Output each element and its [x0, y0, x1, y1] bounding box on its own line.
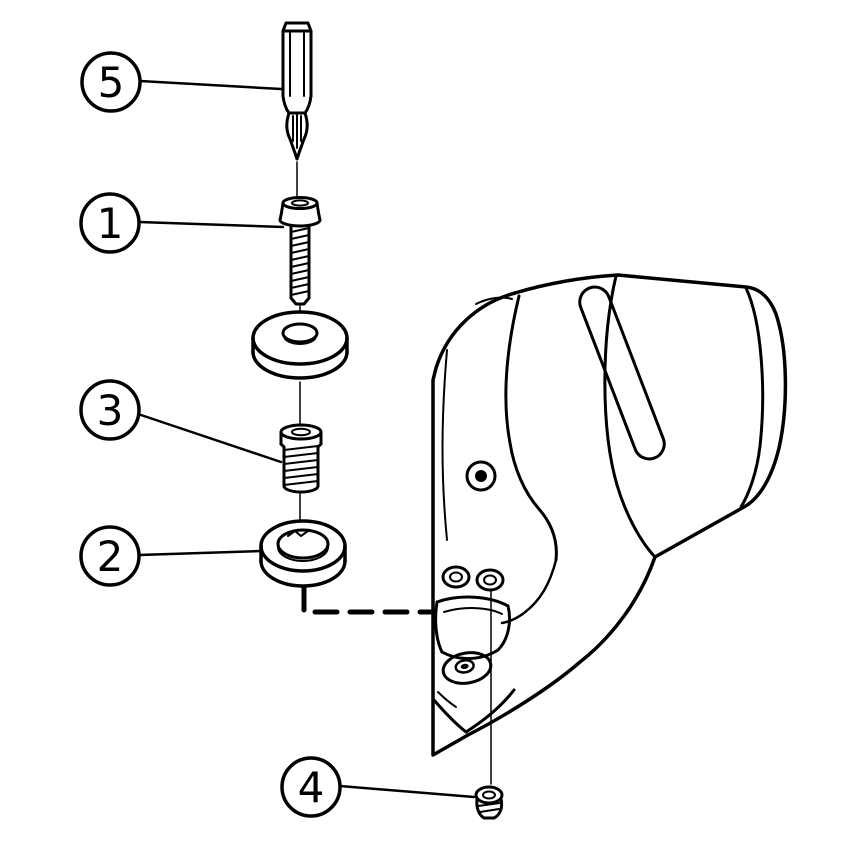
- callout-1: 1: [79, 192, 285, 254]
- dashed-connector-line: [301, 585, 436, 615]
- body-hole-outer: [465, 460, 497, 492]
- callout-2-badge: [79, 525, 141, 587]
- torx-driver-bit-drawing: [281, 21, 313, 161]
- head-front-contour-line: [504, 294, 558, 562]
- callout-1-leader-line: [137, 220, 285, 229]
- tip-line-right: [464, 688, 516, 734]
- callout-3-label: 3: [97, 386, 124, 435]
- front-face-inner-line: [441, 349, 448, 541]
- tip-line-inner: [437, 691, 457, 708]
- head-cylinder-junction-line: [603, 274, 657, 559]
- insert-screw-drawing: [278, 196, 322, 306]
- callout-3: 3: [79, 379, 283, 464]
- callout-1-badge: [79, 192, 141, 254]
- tip-line-left: [432, 698, 468, 734]
- callout-5: 5: [80, 51, 283, 113]
- callout-2-label: 2: [97, 532, 124, 581]
- callout-4-leader-line: [338, 784, 476, 799]
- round-insert-drawing: [251, 310, 349, 380]
- pocket-hole-b-outer: [475, 568, 505, 592]
- pocket-hole-b-inner: [483, 574, 497, 586]
- callout-1-label: 1: [97, 199, 124, 248]
- cylinder-end-cap-line: [739, 286, 765, 509]
- callout-4-badge: [280, 756, 342, 818]
- cylinder-slot: [578, 285, 666, 461]
- callout-5-badge: [80, 51, 142, 113]
- pocket-hole-a-outer: [441, 565, 471, 589]
- callout-3-leader-line: [136, 412, 283, 464]
- callout-5-leader-line: [138, 79, 283, 91]
- callout-4-label: 4: [298, 763, 325, 812]
- center-axis-line: [296, 161, 301, 521]
- callout-5-label: 5: [98, 58, 125, 107]
- body-hole-inner: [475, 470, 487, 482]
- callout-3-badge: [79, 379, 141, 441]
- head-top-detail-line: [475, 296, 513, 305]
- callout-4: 4: [280, 756, 476, 818]
- insert-clamp-drawing: [434, 595, 512, 660]
- clamp-screw-drawing: [474, 785, 504, 820]
- pocket-hole-a-inner: [449, 571, 463, 583]
- tool-body-outline: [431, 273, 788, 757]
- shim-screw-drawing: [279, 423, 323, 494]
- tool-body-drawing: [431, 273, 788, 785]
- shim-drawing: [259, 519, 347, 588]
- callout-2: 2: [79, 525, 263, 587]
- callout-2-leader-line: [137, 549, 263, 557]
